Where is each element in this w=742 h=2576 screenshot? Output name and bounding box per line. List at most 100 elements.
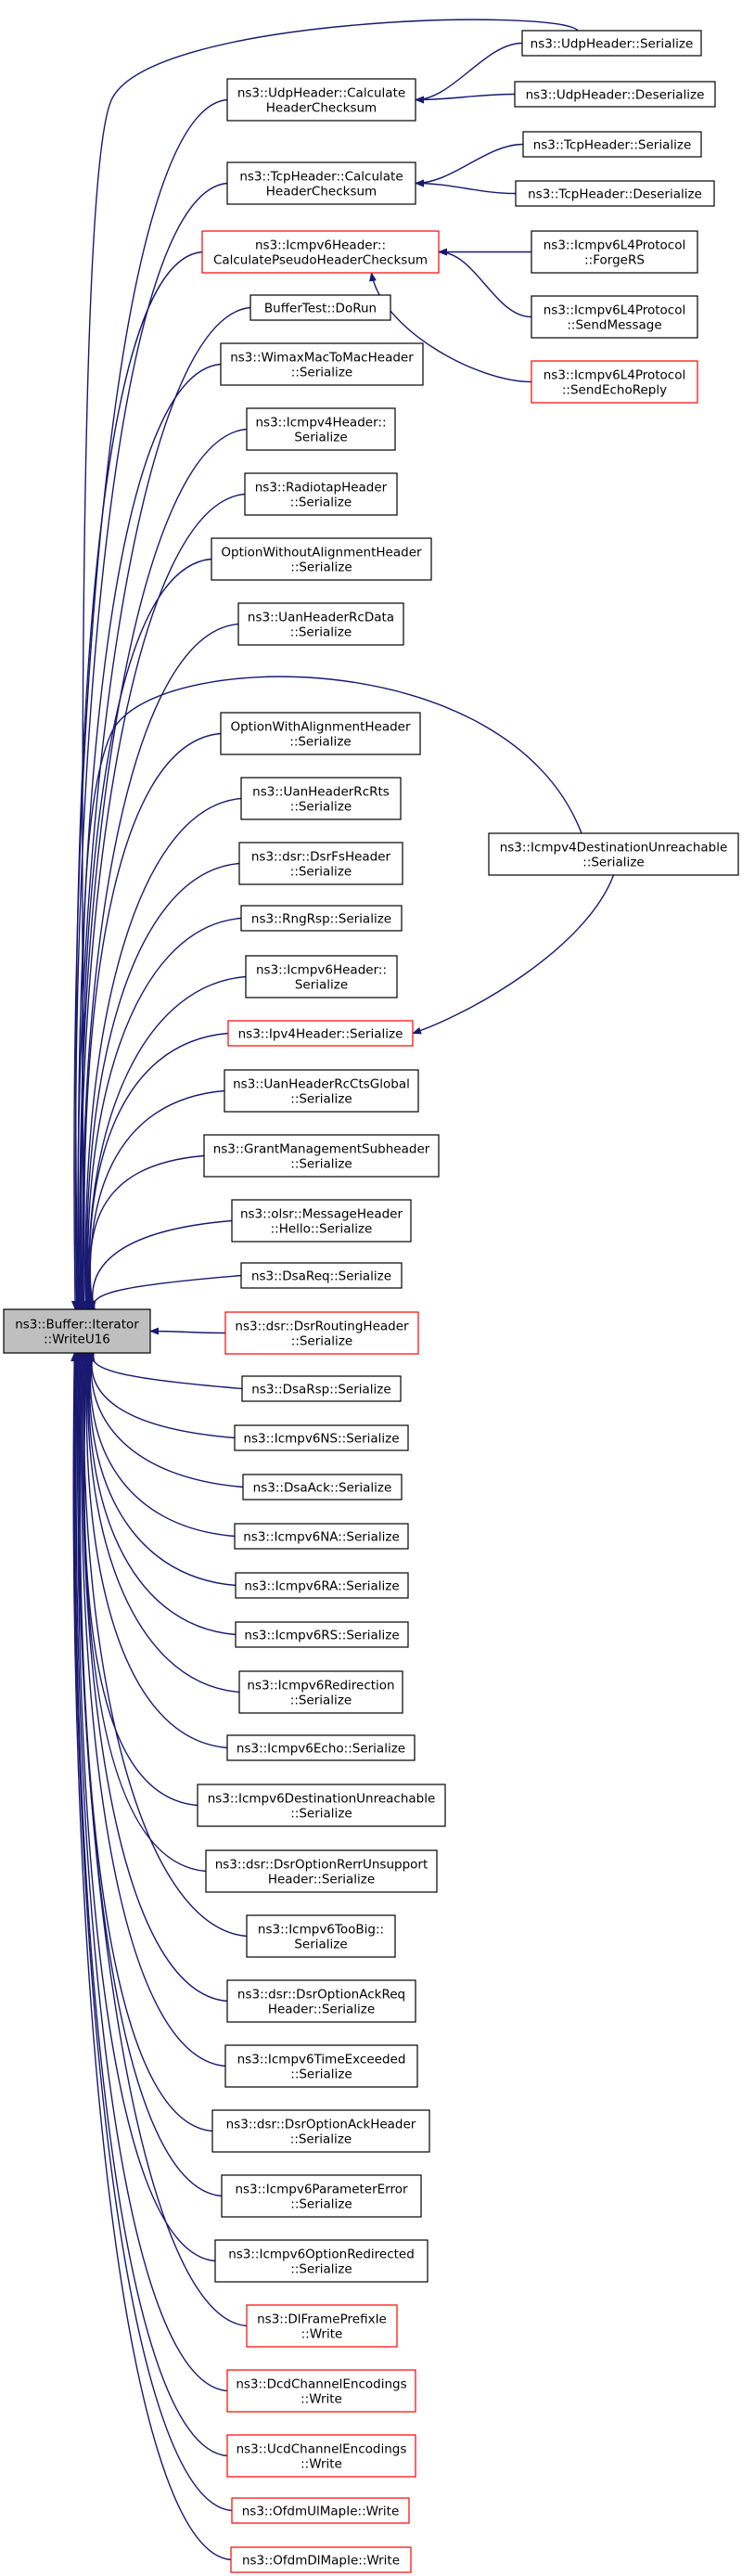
edge-icmpv6toobig-to-root <box>81 1352 248 1938</box>
node-box <box>234 1424 409 1451</box>
node-label: ::WriteU16 <box>44 1333 110 1347</box>
node-box <box>249 294 391 321</box>
node-optwithout[interactable]: OptionWithoutAlignmentHeader::Serialize <box>211 537 432 581</box>
node-label: ns3::Icmpv6Echo::Serialize <box>237 1742 405 1757</box>
node-box <box>240 1262 403 1289</box>
node-ofdmdl[interactable]: ns3::OfdmDlMapIe::Write <box>230 2546 412 2573</box>
node-label: ns3::dsr::DsrOptionAckHeader <box>226 2118 416 2132</box>
node-label: ns3::TcpHeader::Deserialize <box>528 187 702 202</box>
edge-sendecho-to-icmpv6_calc <box>369 272 532 383</box>
node-ipv4hdr[interactable]: ns3::Ipv4Header::Serialize <box>227 1020 414 1047</box>
node-dlframe[interactable]: ns3::DlFramePrefixIe::Write <box>246 2304 398 2348</box>
node-icmpv6ra[interactable]: ns3::Icmpv6RA::Serialize <box>235 1572 409 1599</box>
node-label: HeaderChecksum <box>266 185 377 200</box>
node-root[interactable]: ns3::Buffer::Iterator::WriteU16 <box>3 1308 151 1354</box>
edge-dsrrouting-to-root <box>149 1327 226 1335</box>
node-tcp_ser[interactable]: ns3::TcpHeader::Serialize <box>522 131 702 158</box>
node-dsrrouting[interactable]: ns3::dsr::DsrRoutingHeader::Serialize <box>224 1311 419 1355</box>
node-forgers[interactable]: ns3::Icmpv6L4Protocol::ForgeRS <box>531 230 698 274</box>
node-label: ::Serialize <box>290 560 352 575</box>
node-ucdchan[interactable]: ns3::UcdChannelEncodings::Write <box>226 2434 416 2478</box>
node-wimax[interactable]: ns3::WimaxMacToMacHeader::Serialize <box>220 342 424 386</box>
node-box <box>231 2497 410 2524</box>
node-olsrhello[interactable]: ns3::olsr::MessageHeader::Hello::Seriali… <box>231 1199 412 1243</box>
node-optwith[interactable]: OptionWithAlignmentHeader::Serialize <box>220 712 421 755</box>
node-buffertest[interactable]: BufferTest::DoRun <box>249 294 391 321</box>
node-icmpv6redir[interactable]: ns3::Icmpv6Redirection::Serialize <box>238 1670 403 1714</box>
node-icmpv6paramerr[interactable]: ns3::Icmpv6ParameterError::Serialize <box>221 2174 422 2218</box>
node-label: ::Serialize <box>290 800 352 815</box>
node-label: ::Serialize <box>290 1092 352 1107</box>
node-dsaack[interactable]: ns3::DsaAck::Serialize <box>242 1474 403 1501</box>
node-icmpv6optredir[interactable]: ns3::Icmpv6OptionRedirected::Serialize <box>214 2239 429 2283</box>
node-label: ::Write <box>301 2327 343 2342</box>
node-sendecho[interactable]: ns3::Icmpv6L4Protocol::SendEchoReply <box>531 360 698 404</box>
node-icmpv6_calc[interactable]: ns3::Icmpv6Header::CalculatePseudoHeader… <box>201 230 440 274</box>
node-icmpv6ns[interactable]: ns3::Icmpv6NS::Serialize <box>234 1424 409 1451</box>
node-icmpv6echo[interactable]: ns3::Icmpv6Echo::Serialize <box>226 1734 416 1761</box>
edge-olsrhello-to-root <box>88 1219 233 1310</box>
node-label: ns3::TcpHeader::Calculate <box>239 170 403 185</box>
edge-icmpv6optredir-to-root <box>75 1352 216 2262</box>
node-label: ::Serialize <box>291 366 352 380</box>
node-box <box>241 1375 402 1402</box>
node-label: ns3::Icmpv6TooBig:: <box>258 1923 384 1938</box>
node-radiotap[interactable]: ns3::RadiotapHeader::Serialize <box>244 472 398 516</box>
node-box <box>3 1308 151 1354</box>
node-box <box>242 1474 403 1501</box>
edge-icmpv6rs-to-root <box>85 1352 237 1636</box>
node-dsrrerr[interactable]: ns3::dsr::DsrOptionRerrUnsupportHeader::… <box>205 1849 438 1893</box>
node-icmpv6na[interactable]: ns3::Icmpv6NA::Serialize <box>234 1523 409 1550</box>
edge-rngrsp-to-root <box>84 917 242 1310</box>
node-icmpv6timeex[interactable]: ns3::Icmpv6TimeExceeded::Serialize <box>224 2044 418 2088</box>
node-dsarsp[interactable]: ns3::DsaRsp::Serialize <box>241 1375 402 1402</box>
node-tcp_deser[interactable]: ns3::TcpHeader::Deserialize <box>515 180 715 207</box>
node-label: ns3::RngRsp::Serialize <box>251 912 391 927</box>
node-uanctsglobal[interactable]: ns3::UanHeaderRcCtsGlobal::Serialize <box>224 1069 419 1113</box>
node-box <box>531 295 698 339</box>
node-label: ::Serialize <box>290 625 352 640</box>
node-icmpv6destun[interactable]: ns3::Icmpv6DestinationUnreachable::Seria… <box>197 1784 446 1827</box>
node-udp_deser[interactable]: ns3::UdpHeader::Deserialize <box>514 81 716 108</box>
node-box <box>238 842 403 885</box>
edge-tcp_ser-to-tcp_calc <box>415 143 524 187</box>
node-box <box>230 2546 412 2573</box>
node-icmpv4hdr[interactable]: ns3::Icmpv4Header::Serialize <box>246 407 396 451</box>
node-dsrackreq[interactable]: ns3::dsr::DsrOptionAckReqHeader::Seriali… <box>226 1979 416 2023</box>
edge-icmpv6_calc-to-root <box>73 251 203 1310</box>
node-label: ns3::TcpHeader::Serialize <box>533 138 692 153</box>
node-icmpv6toobig[interactable]: ns3::Icmpv6TooBig::Serialize <box>246 1914 396 1958</box>
node-box <box>227 1020 414 1047</box>
node-dsrack[interactable]: ns3::dsr::DsrOptionAckHeader::Serialize <box>211 2109 430 2153</box>
node-sendmsg[interactable]: ns3::Icmpv6L4Protocol::SendMessage <box>531 295 698 339</box>
edge-sendmsg-to-icmpv6_calc <box>438 248 532 318</box>
node-udp_ser[interactable]: ns3::UdpHeader::Serialize <box>521 30 702 57</box>
edge-optwithout-to-root <box>79 558 212 1310</box>
node-label: ns3::DlFramePrefixIe <box>257 2312 387 2327</box>
edge-dsareq-to-root <box>87 1274 242 1310</box>
node-dcdchan[interactable]: ns3::DcdChannelEncodings::Write <box>226 2369 416 2413</box>
node-dsrfs[interactable]: ns3::dsr::DsrFsHeader::Serialize <box>238 842 403 885</box>
edge-dsarsp-to-root <box>86 1352 243 1390</box>
node-icmpv4destun[interactable]: ns3::Icmpv4DestinationUnreachable::Seria… <box>488 832 739 876</box>
node-label: Serialize <box>294 1938 347 1952</box>
node-uanrcrts[interactable]: ns3::UanHeaderRcRts::Serialize <box>240 777 402 820</box>
node-icmpv6rs[interactable]: ns3::Icmpv6RS::Serialize <box>235 1621 409 1648</box>
node-label: Serialize <box>295 978 348 993</box>
node-label: ::SendEchoReply <box>562 383 667 398</box>
node-ofdmul[interactable]: ns3::OfdmUlMapIe::Write <box>231 2497 410 2524</box>
node-label: ::Serialize <box>290 1807 352 1822</box>
node-label: ns3::Icmpv6L4Protocol <box>544 303 686 318</box>
node-box <box>515 180 715 207</box>
node-grantmgmt[interactable]: ns3::GrantManagementSubheader::Serialize <box>203 1134 440 1178</box>
node-box <box>238 1670 403 1714</box>
node-dsareq[interactable]: ns3::DsaReq::Serialize <box>240 1262 403 1289</box>
node-box <box>488 832 739 876</box>
node-label: ns3::DsaRsp::Serialize <box>251 1383 390 1397</box>
node-uanrcdata[interactable]: ns3::UanHeaderRcData::Serialize <box>237 602 404 646</box>
node-icmpv6hdr[interactable]: ns3::Icmpv6Header::Serialize <box>245 955 398 998</box>
node-rngrsp[interactable]: ns3::RngRsp::Serialize <box>240 905 403 932</box>
edge-dsrfs-to-root <box>83 862 240 1310</box>
